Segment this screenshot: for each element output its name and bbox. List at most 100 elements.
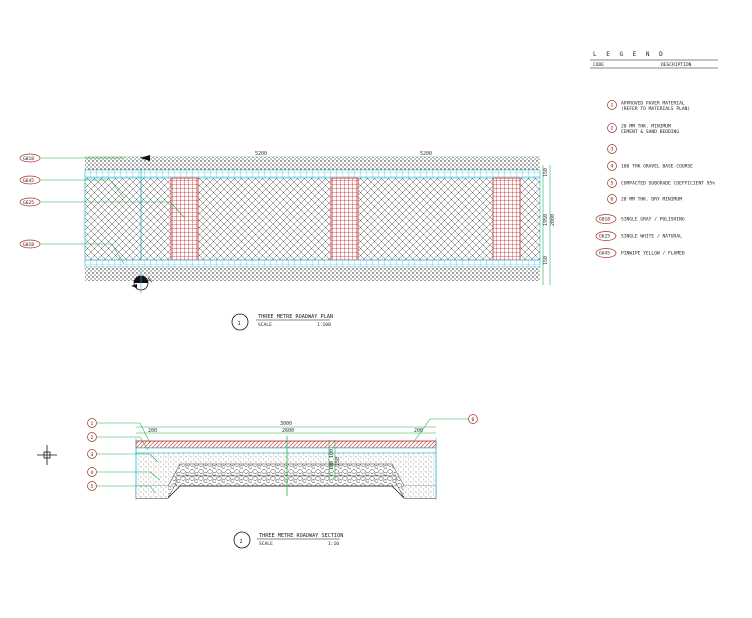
- plan-tag-4: G018: [19, 239, 125, 265]
- svg-text:3: 3: [91, 452, 94, 458]
- plan-left-edge-block: [84, 177, 142, 261]
- legend-item-tag: 1: [611, 103, 614, 109]
- plan-title-block: 1 THREE METRE ROADWAY PLAN SCALE 1:100: [231, 313, 333, 331]
- plan-top-arrow: [140, 155, 150, 161]
- section-tag-5: 5: [87, 481, 156, 494]
- plan-bottom-kerb: [84, 259, 541, 268]
- legend-description-header: DESCRIPTION: [661, 62, 692, 68]
- plan-red-band-2: [330, 177, 359, 261]
- plan-scale-label: SCALE: [258, 322, 272, 328]
- section-scale: 1:10: [328, 541, 339, 547]
- svg-text:2: 2: [91, 435, 94, 441]
- svg-text:G018: G018: [23, 242, 34, 248]
- legend-item-tag-shape: [607, 161, 617, 171]
- svg-text:5: 5: [91, 484, 94, 490]
- plan-top-kerb: [84, 169, 541, 179]
- section-title: THREE METRE ROADWAY SECTION: [259, 533, 343, 539]
- legend-item: G645 PINWIPE YELLOW / FLAMED: [595, 248, 685, 258]
- legend-item-tag: G645: [599, 251, 610, 257]
- plan-title: THREE METRE ROADWAY PLAN: [258, 314, 333, 320]
- section-scale-label: SCALE: [259, 541, 273, 547]
- legend-item-tag: G625: [599, 234, 610, 240]
- svg-text:6: 6: [472, 417, 475, 423]
- section-subgrade: [136, 485, 436, 499]
- legend-item: 4 100 THK GRAVEL BASE COURSE: [607, 161, 693, 171]
- legend-item-text: PINWIPE YELLOW / FLAMED: [621, 251, 685, 257]
- legend-title: L E G E N D: [593, 51, 666, 58]
- plan-bottom-gravel-band: [85, 267, 540, 281]
- plan-dim-right-3: 2000: [550, 214, 556, 226]
- section-bedding-layer: [135, 447, 437, 454]
- legend-rows: 1 APPROVED PAVER MATERIAL(REFER TO MATERI…: [595, 100, 715, 258]
- plan-main-field: [84, 177, 541, 261]
- plan-tag-3: G625: [19, 197, 186, 219]
- svg-text:G018: G018: [23, 156, 34, 162]
- legend-item-tag: 5: [611, 181, 614, 187]
- legend-item-text: 100 THK GRAVEL BASE COURSE: [621, 164, 693, 170]
- plan-dim-right-4: 150: [543, 256, 549, 265]
- section-dim-vert-1: 100: [329, 449, 335, 458]
- svg-text:1: 1: [91, 421, 94, 427]
- section-dim-sub-3: 200: [414, 428, 423, 434]
- legend-item-tag-shape: [595, 214, 617, 224]
- legend-item-tag: 3: [611, 147, 614, 153]
- legend-item-tag-shape: [607, 194, 617, 204]
- legend-item-tag-shape: [607, 123, 617, 133]
- legend: L E G E N D CODE DESCRIPTION 1 APPROVED P…: [590, 51, 718, 258]
- legend-item: 5 COMPACTED SUBGRADE COEFFICIENT 95%: [607, 178, 715, 188]
- plan-top-gravel-band: [85, 157, 540, 170]
- section-dim-vert-2: 100: [329, 461, 335, 470]
- legend-code-header: CODE: [593, 62, 604, 68]
- section-dim-sub-2: 2600: [282, 428, 294, 434]
- legend-item-text: 20 MM THK. MINIMUM: [621, 124, 671, 130]
- crosshair-cursor-icon[interactable]: [37, 445, 57, 465]
- svg-text:G625: G625: [23, 200, 34, 206]
- roadway-plan: 5200 5200 600 4000 570 4000 600 150 1950…: [19, 151, 556, 331]
- section-dim-top: 3000: [280, 421, 292, 427]
- plan-red-band-3: [492, 177, 521, 261]
- legend-item-text: 20 MM THK. DRY MINIMUM: [621, 197, 682, 203]
- legend-item-tag-shape: [607, 178, 617, 188]
- plan-dim-right-2: 1950: [543, 214, 549, 226]
- plan-tag-1: G018: [19, 153, 124, 163]
- section-title-number: 2: [240, 539, 243, 545]
- section-tag-3: 3: [87, 449, 159, 463]
- roadway-section: 3000 200 2600 200 100 100 150 1: [87, 414, 478, 549]
- section-tag-1: 1: [87, 418, 151, 444]
- plan-scale: 1:100: [317, 322, 331, 328]
- section-dim-sub-1: 200: [148, 428, 157, 434]
- section-dim-vert-3: 150: [335, 457, 341, 466]
- legend-item-text: APPROVED PAVER MATERIAL: [621, 101, 685, 107]
- legend-item-tag-shape: [595, 231, 617, 241]
- legend-item-tag: 4: [611, 164, 614, 170]
- legend-item-tag-shape: [595, 248, 617, 258]
- plan-dim-right-1: 150: [543, 168, 549, 177]
- plan-tag-2: G645: [19, 175, 125, 199]
- legend-item: 6 20 MM THK. DRY MINIMUM: [607, 194, 682, 204]
- legend-item-text-line2: (REFER TO MATERIALS PLAN): [621, 106, 690, 112]
- legend-item-tag-shape: [607, 100, 617, 110]
- section-tag-6: 6: [412, 414, 478, 444]
- plan-dim-top-1: 5200: [255, 151, 267, 157]
- svg-text:4: 4: [91, 470, 94, 476]
- section-title-block: 2 THREE METRE ROADWAY SECTION SCALE 1:10: [233, 531, 343, 549]
- legend-item-text: COMPACTED SUBGRADE COEFFICIENT 95%: [621, 181, 715, 187]
- legend-item-tag: 2: [611, 126, 614, 132]
- legend-item: G625 SINGLE WHITE / NATURAL: [595, 231, 682, 241]
- section-tag-2: 2: [87, 432, 149, 451]
- legend-item-text: SINGLE GRAY / POLISHING: [621, 217, 685, 223]
- legend-item-text-line2: CEMENT & SAND BEDDING: [621, 129, 679, 135]
- legend-item-text: SINGLE WHITE / NATURAL: [621, 234, 682, 240]
- section-lower-gravel: [175, 475, 397, 487]
- section-marker-symbol: [131, 268, 153, 293]
- plan-dim-top-2: 5200: [420, 151, 432, 157]
- section-paver-layer: [135, 440, 437, 449]
- plan-title-number: 1: [238, 321, 241, 327]
- legend-item-tag-shape: [607, 144, 617, 154]
- svg-text:G645: G645: [23, 178, 34, 184]
- legend-item: 3: [607, 144, 617, 154]
- legend-item-tag: 6: [611, 197, 614, 203]
